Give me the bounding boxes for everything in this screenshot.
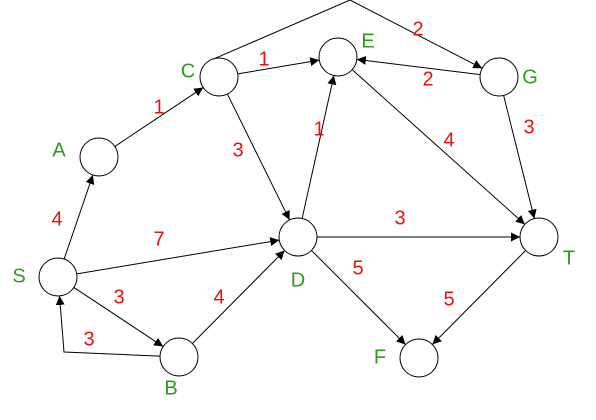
edge-s-d-weight: 7: [153, 228, 164, 250]
edge-t-f-weight: 5: [443, 288, 454, 310]
edge-d-f-weight: 5: [352, 257, 363, 279]
node-d: [278, 217, 318, 257]
edge-g-e-weight: 2: [422, 68, 433, 90]
edge-c-g-arrow: [214, 0, 483, 69]
edge-c-d-weight: 3: [232, 139, 243, 161]
node-b: [159, 337, 199, 377]
edge-e-t-arrow: [351, 69, 526, 225]
edge-c-g-weight: 2: [412, 18, 423, 40]
node-e-label: E: [361, 30, 374, 52]
edge-a-c-arrow: [114, 87, 204, 147]
edge-g-t-arrow: [503, 95, 537, 219]
node-f-label: F: [374, 346, 386, 368]
node-c-label: C: [181, 60, 195, 82]
edge-c-d-arrow: [226, 93, 291, 221]
edge-g-t-weight: 3: [523, 116, 534, 138]
edge-a-c-weight: 1: [153, 96, 164, 118]
edge-d-e-weight: 1: [313, 118, 324, 140]
node-d-label: D: [291, 269, 305, 291]
node-c: [199, 57, 239, 97]
edge-s-a-arrow: [63, 174, 95, 260]
node-t-label: T: [563, 247, 575, 269]
edge-b-d-arrow: [192, 250, 285, 344]
edge-s-d-arrow: [76, 237, 280, 275]
node-a: [79, 137, 119, 177]
node-s-label: S: [12, 265, 25, 287]
node-e: [318, 37, 358, 77]
edge-c-e-arrow: [237, 57, 320, 75]
edge-b-s-arrow: [55, 295, 161, 357]
edge-e-t-weight: 4: [443, 129, 454, 151]
edge-b-d-weight: 4: [213, 286, 224, 308]
edge-d-f-arrow: [311, 250, 406, 345]
edge-s-a-weight: 4: [51, 208, 62, 230]
edge-g-e-arrow: [356, 55, 481, 76]
edges-layer: [55, 0, 537, 357]
nodes-layer: [38, 37, 559, 378]
node-b-label: B: [164, 377, 177, 399]
node-a-label: A: [52, 139, 66, 161]
edge-d-e-arrow: [301, 75, 337, 219]
edge-b-s-weight: 3: [83, 328, 94, 350]
edge-d-t-weight: 3: [394, 207, 405, 229]
node-g: [479, 57, 519, 97]
node-s: [38, 257, 78, 297]
edge-t-f-arrow: [432, 250, 526, 345]
edge-c-e-weight: 1: [258, 48, 269, 70]
node-g-label: G: [522, 66, 538, 88]
node-t: [519, 217, 559, 257]
edge-s-b-weight: 3: [113, 286, 124, 308]
edge-s-b-arrow: [73, 287, 164, 347]
node-f: [399, 338, 439, 378]
